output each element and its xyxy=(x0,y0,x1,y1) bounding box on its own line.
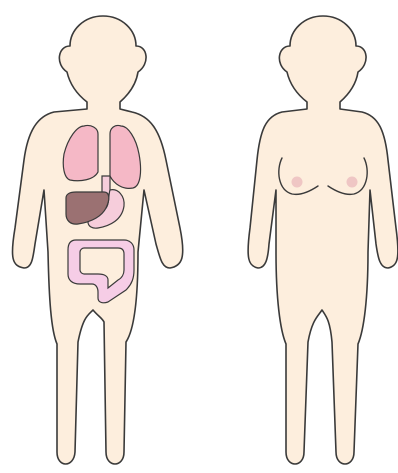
right-figure-body xyxy=(248,16,398,464)
right-nipple xyxy=(347,177,358,188)
left-nipple xyxy=(292,177,303,188)
figure-with-organs xyxy=(12,16,182,464)
female-figure xyxy=(248,16,398,464)
